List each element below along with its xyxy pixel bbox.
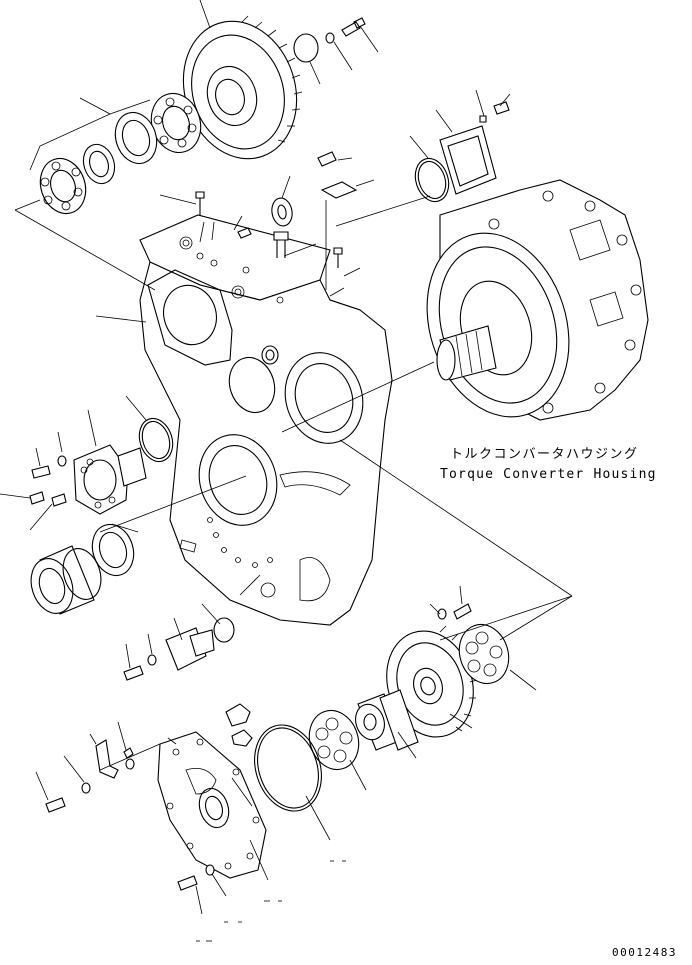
- lower-middle-flange: [123, 617, 235, 681]
- lower-hub: [355, 689, 419, 751]
- upper-oring: [414, 157, 450, 203]
- left-bolts: [29, 455, 67, 507]
- top-plug: [293, 17, 366, 63]
- left-bearing-race: [30, 545, 102, 615]
- leader-lines: [0, 0, 573, 915]
- large-oring: [254, 724, 322, 812]
- bracket: [45, 739, 135, 813]
- housing-label-jp: トルクコンバータハウジング: [450, 447, 639, 462]
- left-oring: [138, 417, 174, 463]
- small-gaskets: [225, 703, 253, 747]
- breather: [317, 151, 358, 199]
- left-cover-flange: [73, 444, 147, 515]
- housing-label-en: Torque Converter Housing: [440, 467, 657, 482]
- top-gear: [182, 15, 303, 160]
- upper-cover-plate: [439, 101, 510, 195]
- drawing-number: 00012483: [612, 946, 677, 959]
- eye-bolt: [271, 197, 293, 258]
- left-bearing-ring: [91, 523, 135, 577]
- transmission-case: [139, 214, 393, 626]
- top-plate-bolts: [195, 191, 343, 268]
- bottom-bolt: [177, 864, 215, 891]
- lower-planet-carrier-right: [458, 623, 510, 685]
- lower-bolt-washer: [437, 603, 472, 620]
- dash-marks: [196, 860, 346, 942]
- bearing-stack: [39, 92, 202, 215]
- torque-converter-housing: [426, 179, 649, 421]
- lower-planet-carrier-left: [308, 709, 360, 771]
- rear-cover: [157, 731, 267, 879]
